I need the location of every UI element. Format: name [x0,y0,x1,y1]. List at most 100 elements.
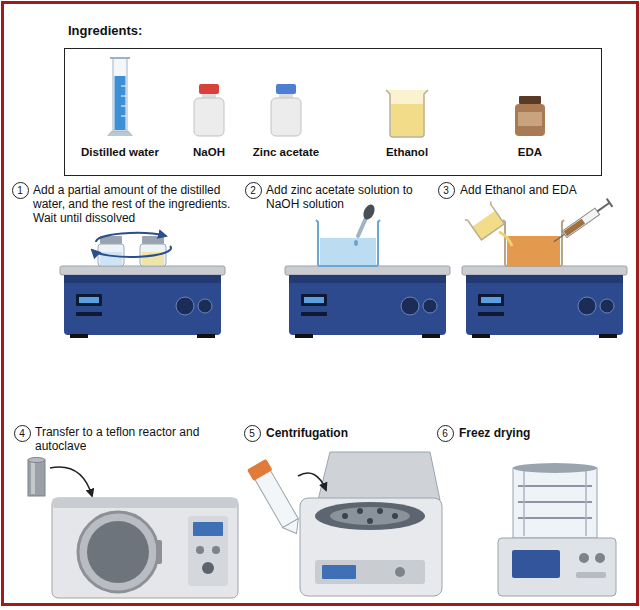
ingredient-label: EDA [518,145,542,159]
cylinder-base [107,131,133,136]
cylinder-lip [110,57,130,59]
autoclave-window [87,521,149,583]
display [512,550,560,578]
vial [98,236,124,266]
bottle-neck [279,94,293,98]
beaker [316,220,380,266]
syringe-barrel [562,208,599,237]
centrifuge-body [300,498,442,596]
step-description: Add Ethanol and EDA [460,183,630,197]
syringe [551,199,612,246]
vial-cap [142,236,164,244]
display [193,522,223,536]
tube-body [255,470,299,527]
bottle-cap [276,84,296,94]
step-description: Transfer to a teflon reactor and autocla… [35,425,227,453]
dropper [354,203,377,246]
ingredient-label: Zinc acetate [253,145,319,159]
step-number: 6 [437,425,454,442]
step-number-text: 5 [249,428,255,439]
graduation-marks [121,86,126,116]
shelf-rods [524,470,586,536]
pouring-beaker [465,201,506,241]
drying-chamber [513,468,597,538]
rotor-hole [392,513,398,519]
beaker-glass [386,90,428,137]
ingredient-label: Ethanol [386,145,428,159]
rotor-hole [357,508,363,514]
bottle-body [271,98,301,136]
naoh-bottle [194,84,224,136]
beaker-glass [465,201,506,241]
dropper-tube [358,218,366,236]
bottle-body [194,98,224,136]
syringe-needle [554,234,565,241]
autoclave [52,498,238,598]
autoclave-body [52,498,238,598]
step-number-text: 6 [442,428,448,439]
step-number: 3 [438,182,455,199]
centrifuge-lid [318,452,440,500]
beaker-liquid [320,238,376,265]
freeze-dryer-base [498,538,616,596]
step-number-text: 2 [250,185,256,196]
falcon-tube [247,459,306,539]
rotor-hole [367,518,373,524]
shelves [518,486,592,518]
reactor-body [28,460,45,496]
graduated-cylinder [107,58,133,136]
autoclave-top [52,498,238,508]
rotor-hole [377,508,383,514]
jar-body [515,104,545,136]
door-handle [156,540,162,564]
step-number-text: 3 [443,185,449,196]
vent [576,572,606,578]
beaker-liquid [507,236,560,265]
ingredient-label: NaOH [193,145,225,159]
pour-stream [499,232,512,246]
hot-plate-stirrer [60,266,225,338]
teflon-reactor [28,458,45,497]
step-number: 4 [14,425,31,442]
button [196,546,204,554]
step-description: Add a partial amount of the distilled wa… [33,183,238,225]
jar-cap [519,96,541,104]
water [115,76,126,130]
rotor [330,507,410,525]
knob [595,553,605,563]
step-description: Freez drying [459,426,619,440]
bottle-neck [202,94,216,98]
insert-arrow [298,473,326,490]
step-number: 5 [244,425,261,442]
cylinder-tube [113,58,127,131]
step-number-text: 4 [19,428,25,439]
tube-cap [247,459,273,481]
syringe-plunger [594,199,612,216]
rotor-chamber [315,502,425,530]
ethanol [391,104,423,136]
front-panel [315,560,425,584]
control-panel [188,516,228,586]
vial [140,236,166,266]
ingredients-box: Ingredients:Distilled waterNaOHZinc acet… [64,20,602,176]
jar-label [518,112,542,126]
syringe-liquid [564,219,585,237]
step-description: Centrifugation [266,426,436,440]
transfer-arrow [50,467,92,496]
display [322,565,356,579]
dropper-bulb [361,203,377,222]
ethanol-beaker [386,90,428,137]
step-number: 1 [12,182,29,199]
hot-plate-stirrer [285,266,450,338]
bottle-cap [199,84,219,94]
reactor-highlight [31,462,35,494]
hot-plate-stirrer [462,266,627,338]
freeze-dryer [498,463,616,596]
eda-jar [515,96,545,136]
knob [579,553,589,563]
tube-tip [283,519,305,538]
